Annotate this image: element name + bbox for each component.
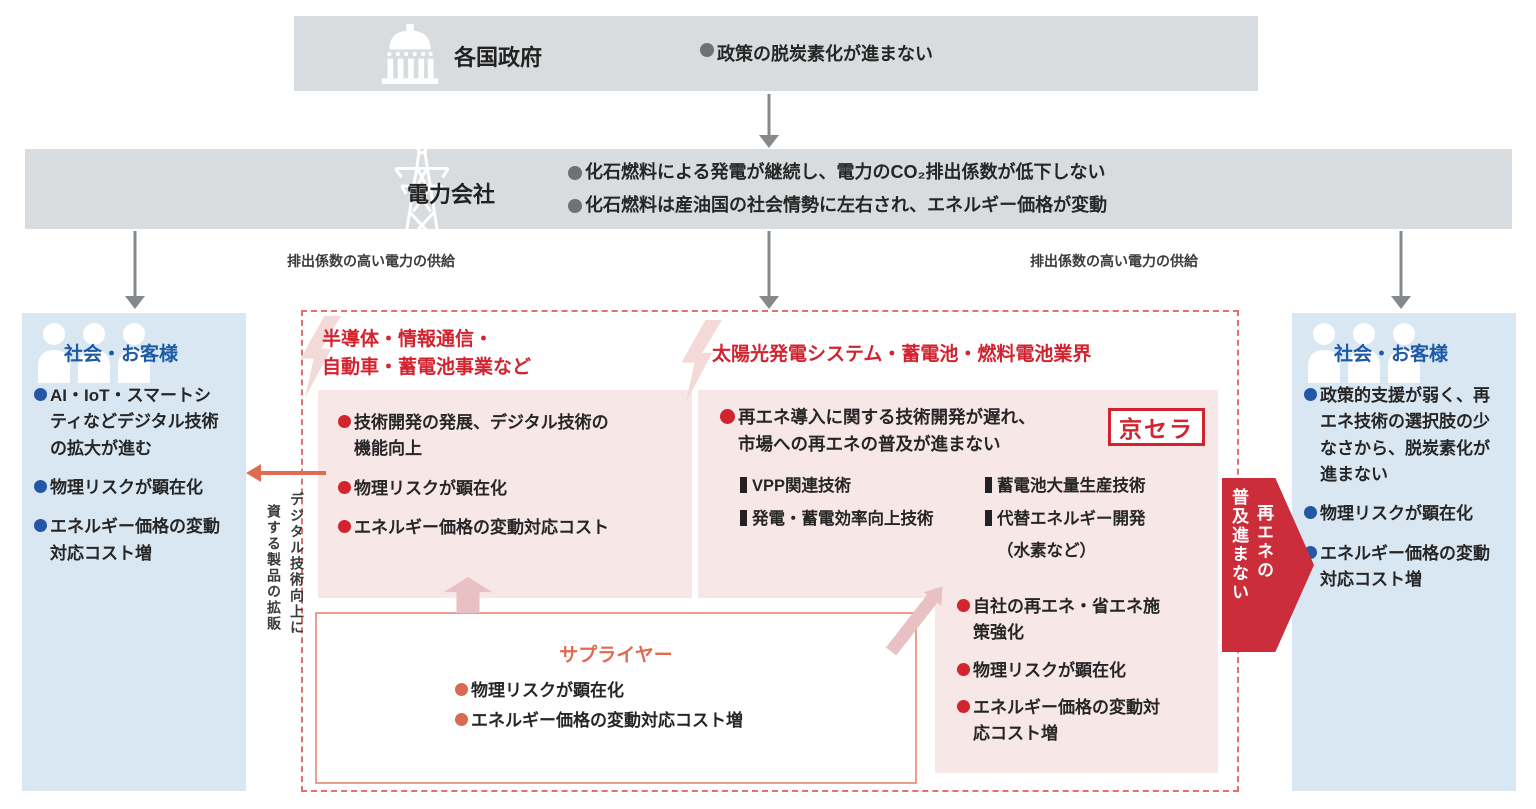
company-measures-box: 自社の再エネ・省エネ施策強化 物理リスクが顕在化 エネルギー価格の変動対応コスト… <box>935 562 1218 773</box>
industry-right-header: 太陽光発電システム・蓄電池・燃料電池業界 <box>712 344 1092 365</box>
list-item: AI・IoT・スマートシティなどデジタル技術の拡大が進む <box>34 383 226 462</box>
utility-bullet-2: 化石燃料は産油国の社会情勢に左右され、エネルギー価格が変動 <box>568 189 1107 222</box>
list-item: エネルギー価格の変動対応コスト増 <box>957 695 1161 748</box>
supplier-bullets: 物理リスクが顕在化 エネルギー価格の変動対応コスト増 <box>455 678 743 735</box>
people-group-icon <box>1304 321 1424 383</box>
list-item: 自社の再エネ・省エネ施策強化 <box>957 594 1161 647</box>
company-measures-bullets: 自社の再エネ・省エネ施策強化 物理リスクが顕在化 エネルギー価格の変動対応コスト… <box>957 594 1161 748</box>
list-item: 物理リスクが顕在化 <box>957 658 1161 684</box>
transmission-tower-icon <box>387 141 457 239</box>
list-item: エネルギー価格の変動対応コスト増 <box>1304 541 1496 594</box>
digital-products-label: デジタル技術向上に 資する製品の拡販 <box>266 492 305 636</box>
supply-label-left: 排出係数の高い電力の供給 <box>287 253 455 269</box>
gray-bullet-icon <box>700 43 714 57</box>
people-group-icon <box>34 321 154 383</box>
tech-item: 蓄電池大量生産技術 <box>985 476 1146 497</box>
gray-bullet-icon <box>568 166 582 180</box>
red-bullet-icon <box>957 662 970 676</box>
list-item: 物理リスクが顕在化 <box>1304 501 1496 527</box>
society-box-right: 社会・お客様 政策的支援が弱く、再エネ技術の選択肢の少なさから、脱炭素化が進まな… <box>1292 313 1516 791</box>
supplier-title: サプライヤー <box>559 645 673 666</box>
arrow-down-government-to-utility <box>758 94 780 148</box>
government-bullet: 政策の脱炭素化が進まない <box>700 38 933 71</box>
blue-bullet-icon <box>34 388 47 401</box>
list-item: 物理リスクが顕在化 <box>455 678 743 704</box>
government-band: 各国政府 政策の脱炭素化が進まない <box>294 16 1258 91</box>
supplier-box: サプライヤー 物理リスクが顕在化 エネルギー価格の変動対応コスト増 <box>315 612 917 784</box>
red-bullet-icon <box>338 480 351 494</box>
red-bullet-icon <box>720 409 735 424</box>
gray-bullet-icon <box>568 199 582 214</box>
tech-item: VPP関連技術 <box>740 476 934 497</box>
tech-column-1: VPP関連技術 発電・蓄電効率向上技術 <box>740 476 934 543</box>
society-right-bullets: 政策的支援が弱く、再エネ技術の選択肢の少なさから、脱炭素化が進まない 物理リスク… <box>1304 383 1496 593</box>
kyocera-badge: 京セラ <box>1108 408 1205 446</box>
bar-bullet-icon <box>740 510 747 527</box>
tech-item-note: （水素など） <box>997 541 1096 560</box>
digital-products-left-arrow <box>246 464 326 482</box>
red-bullet-icon <box>338 520 351 534</box>
supply-label-right: 排出係数の高い電力の供給 <box>1030 253 1198 269</box>
renewable-stall-label: 再エネの 普及進まない <box>1229 488 1273 602</box>
industry-left-bullets: 技術開発の発展、デジタル技術の機能向上 物理リスクが顕在化 エネルギー価格の変動… <box>338 410 620 541</box>
red-bullet-icon <box>338 415 351 428</box>
society-right-title: 社会・お客様 <box>1334 344 1449 365</box>
arrow-down-to-society-right <box>1390 231 1412 309</box>
bar-bullet-icon <box>740 477 747 493</box>
bar-bullet-icon <box>985 477 992 493</box>
industry-left-box: 技術開発の発展、デジタル技術の機能向上 物理リスクが顕在化 エネルギー価格の変動… <box>318 390 692 598</box>
industry-left-header: 半導体・情報通信・ 自動車・蓄電池事業など <box>322 329 532 378</box>
utility-bullet-1: 化石燃料による発電が継続し、電力のCO₂排出係数が低下しない <box>568 156 1107 189</box>
blue-bullet-icon <box>1304 506 1317 520</box>
list-item: 物理リスクが顕在化 <box>34 475 226 501</box>
utility-band: 電力会社 化石燃料による発電が継続し、電力のCO₂排出係数が低下しない 化石燃料… <box>25 143 1512 239</box>
list-item: 技術開発の発展、デジタル技術の機能向上 <box>338 410 620 463</box>
arrow-down-to-industry <box>758 231 780 309</box>
arrow-down-to-society-left <box>124 231 146 309</box>
society-left-title: 社会・お客様 <box>64 344 179 365</box>
government-building-icon <box>374 24 446 84</box>
red-bullet-icon <box>957 599 970 612</box>
blue-bullet-icon <box>34 480 47 494</box>
tech-column-2: 蓄電池大量生産技術 代替エネルギー開発 （水素など） <box>985 476 1146 561</box>
bar-bullet-icon <box>985 510 992 527</box>
society-box-left: 社会・お客様 AI・IoT・スマートシティなどデジタル技術の拡大が進む 物理リス… <box>22 313 246 791</box>
government-title: 各国政府 <box>454 45 543 70</box>
list-item: エネルギー価格の変動対応コスト <box>338 515 620 541</box>
list-item: エネルギー価格の変動対応コスト増 <box>455 708 743 734</box>
tech-item: 発電・蓄電効率向上技術 <box>740 509 934 530</box>
utility-title: 電力会社 <box>407 182 496 207</box>
salmon-bullet-icon <box>455 683 468 696</box>
list-item: 物理リスクが顕在化 <box>338 476 620 502</box>
list-item: エネルギー価格の変動対応コスト増 <box>34 514 226 567</box>
list-item: 政策的支援が弱く、再エネ技術の選択肢の少なさから、脱炭素化が進まない <box>1304 383 1496 488</box>
tech-item: 代替エネルギー開発 <box>985 509 1146 530</box>
society-left-bullets: AI・IoT・スマートシティなどデジタル技術の拡大が進む 物理リスクが顕在化 エ… <box>34 383 226 567</box>
blue-bullet-icon <box>1304 388 1317 401</box>
blue-bullet-icon <box>34 519 47 533</box>
salmon-bullet-icon <box>455 713 468 727</box>
industry-right-lead: 再エネ導入に関する技術開発が遅れ、市場への再エネの普及が進まない <box>720 404 1050 458</box>
red-bullet-icon <box>957 700 970 714</box>
utility-bullets: 化石燃料による発電が継続し、電力のCO₂排出係数が低下しない 化石燃料は産油国の… <box>568 156 1107 223</box>
